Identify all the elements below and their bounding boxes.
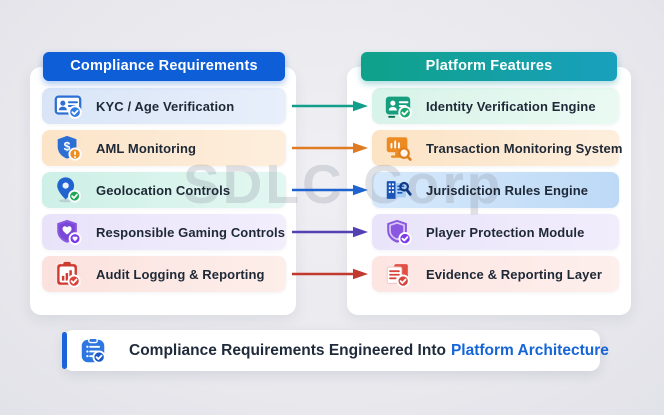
documents-check-icon [383, 259, 413, 289]
compliance-item-audit: Audit Logging & Reporting [42, 256, 286, 292]
feature-item-evidence: Evidence & Reporting Layer [372, 256, 619, 292]
compliance-item-responsible-gaming: Responsible Gaming Controls [42, 214, 286, 250]
connector-arrow-aml-transaction [291, 142, 369, 154]
shield-check-icon [383, 217, 413, 247]
compliance-item-label: Responsible Gaming Controls [96, 224, 286, 240]
feature-item-jurisdiction: Jurisdiction Rules Engine [372, 172, 619, 208]
id-card-check-icon [53, 91, 83, 121]
building-document-search-icon [383, 175, 413, 205]
banner-text-regular: Compliance Requirements Engineered Into [129, 341, 446, 359]
compliance-item-label: AML Monitoring [96, 140, 197, 156]
svg-text:$: $ [64, 139, 71, 153]
connector-arrow-kyc-identity [291, 100, 369, 112]
summary-banner: Compliance Requirements Engineered Into … [62, 330, 609, 371]
feature-item-label: Transaction Monitoring System [426, 140, 623, 156]
compliance-item-label: Geolocation Controls [96, 182, 231, 198]
feature-item-label: Player Protection Module [426, 224, 585, 240]
feature-item-identity: Identity Verification Engine [372, 88, 619, 124]
feature-item-transaction: Transaction Monitoring System [372, 130, 623, 166]
compliance-item-label: KYC / Age Verification [96, 98, 235, 114]
connector-arrow-geo-jurisdiction [291, 184, 369, 196]
watermark-text: SDLC Corp [183, 153, 504, 215]
banner-accent-bar [62, 332, 67, 369]
features-header: Platform Features [361, 52, 617, 81]
feature-item-label: Evidence & Reporting Layer [426, 266, 602, 282]
shield-heart-check-icon [53, 217, 83, 247]
feature-item-label: Identity Verification Engine [426, 98, 596, 114]
clipboard-check-icon [78, 336, 108, 366]
connector-arrow-gaming-protection [291, 226, 369, 238]
feature-item-label: Jurisdiction Rules Engine [426, 182, 589, 198]
clipboard-chart-check-icon [53, 259, 83, 289]
banner-text-highlight: Platform Architecture [450, 341, 609, 359]
id-card-check-icon [383, 91, 413, 121]
map-pin-check-icon [53, 175, 83, 205]
connector-arrow-audit-evidence [291, 268, 369, 280]
monitor-search-icon [383, 133, 413, 163]
shield-dollar-alert-icon: $ [53, 133, 83, 163]
feature-item-player-protection: Player Protection Module [372, 214, 619, 250]
compliance-item-geolocation: Geolocation Controls [42, 172, 286, 208]
compliance-item-label: Audit Logging & Reporting [96, 266, 265, 282]
compliance-header: Compliance Requirements [43, 52, 285, 81]
banner-text: Compliance Requirements Engineered Into … [129, 342, 609, 360]
compliance-item-aml: $ AML Monitoring [42, 130, 286, 166]
compliance-item-kyc: KYC / Age Verification [42, 88, 286, 124]
